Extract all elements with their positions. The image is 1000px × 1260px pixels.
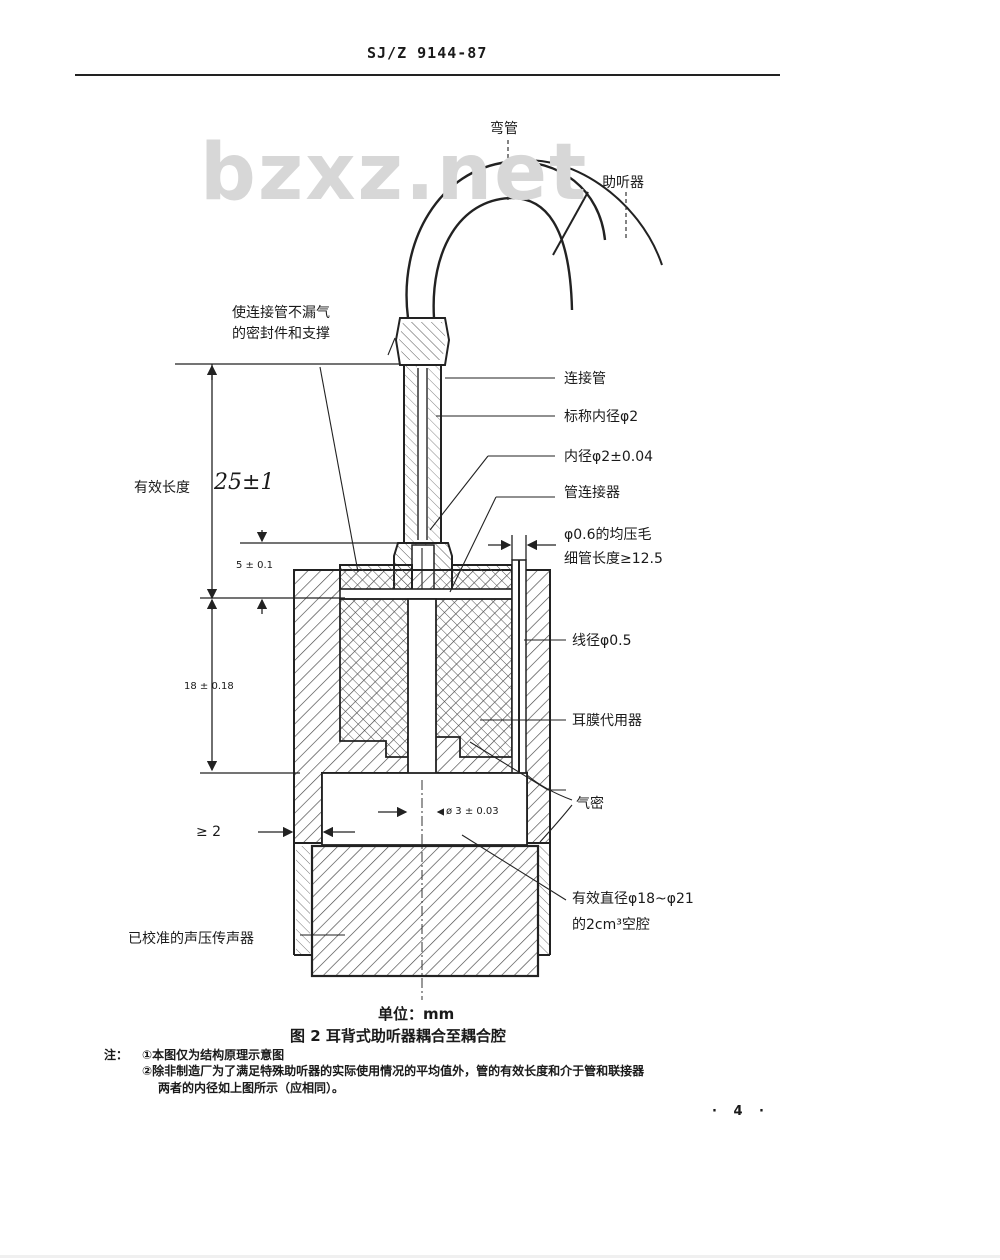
- label-nominal-id: 标称内径φ2: [564, 409, 639, 425]
- label-capillary-1: φ0.6的均压毛: [564, 527, 652, 543]
- label-wire-diameter: 线径φ0.5: [572, 633, 632, 649]
- note-item-2-continued: 两者的内径如上图所示（应相同）。: [158, 1081, 345, 1095]
- dim-min-2: ≥ 2: [196, 824, 222, 840]
- bend-tube-drawing: [405, 159, 663, 319]
- label-ear-mold-substitute: 耳膜代用器: [572, 713, 642, 729]
- label-cavity: 的2cm³空腔: [572, 917, 650, 933]
- label-seal-support-2: 的密封件和支撑: [232, 326, 330, 342]
- note-title: 注：: [104, 1048, 129, 1062]
- label-inner-diameter: 内径φ2±0.04: [564, 449, 654, 465]
- label-hearing-aid: 助听器: [602, 175, 644, 191]
- dim-phi-3: ø 3 ± 0.03: [444, 806, 501, 817]
- figure-unit: 单位：mm: [378, 1005, 455, 1023]
- label-air-seal: 气密: [576, 796, 604, 812]
- coupler-body-drawing: [293, 559, 551, 955]
- label-microphone: 已校准的声压传声器: [128, 931, 254, 947]
- page-number: · 4 ·: [712, 1104, 770, 1119]
- label-tube-connector: 管连接器: [564, 485, 620, 501]
- page-bottom-edge: [0, 1255, 1000, 1258]
- document-code: SJ/Z 9144-87: [367, 44, 488, 62]
- dim-18: 18 ± 0.18: [184, 681, 234, 692]
- label-connecting-tube: 连接管: [564, 371, 606, 387]
- dim-5: 5 ± 0.1: [236, 560, 274, 571]
- label-capillary-2: 细管长度≥12.5: [564, 551, 663, 567]
- label-effective-length: 有效长度: [134, 480, 190, 496]
- figure-caption: 图 2 耳背式助听器耦合至耦合腔: [290, 1027, 506, 1045]
- label-bend-tube: 弯管: [490, 121, 518, 137]
- connecting-tube-drawing: [403, 364, 442, 544]
- header-rule: [75, 74, 780, 76]
- label-effective-diameter: 有效直径φ18~φ21: [572, 891, 694, 907]
- coupler-diagram: [175, 140, 663, 1000]
- microphone-drawing: [293, 843, 550, 978]
- note-item-2: ②除非制造厂为了满足特殊助听器的实际使用情况的平均值外，管的有效长度和介于管和联…: [142, 1064, 645, 1078]
- label-effective-length-value: 25±1: [214, 470, 275, 495]
- label-seal-support-1: 使连接管不漏气: [232, 305, 330, 321]
- watermark: bzxz.net: [200, 128, 589, 218]
- note-item-1: ①本图仅为结构原理示意图: [142, 1048, 285, 1062]
- seal-support-drawing: [394, 317, 451, 366]
